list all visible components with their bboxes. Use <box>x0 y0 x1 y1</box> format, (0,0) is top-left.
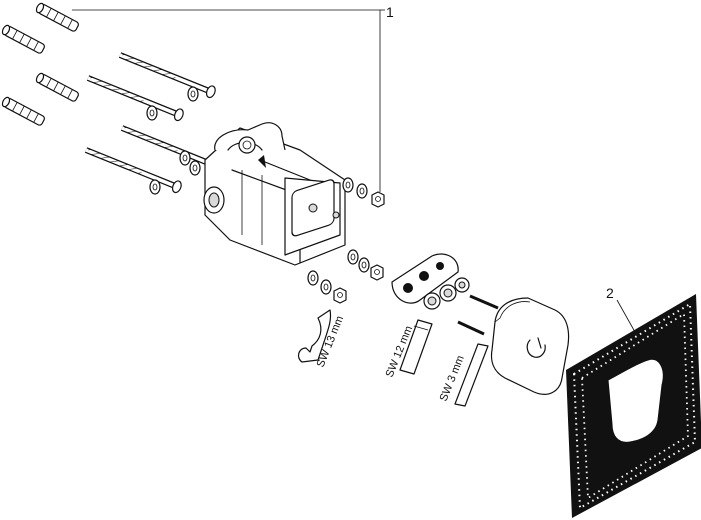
square-cover-cap <box>490 297 570 395</box>
valve-body <box>203 122 346 266</box>
cartridge-adapter <box>391 253 499 336</box>
callout-2-leader <box>616 299 636 333</box>
callout-1-label: 1 <box>386 4 394 20</box>
hex-key-3mm: SW 3 mm <box>438 343 489 407</box>
wrench-tool: SW 13 mm <box>297 309 346 369</box>
callout-2-label: 2 <box>606 285 614 301</box>
seal-plate <box>566 294 701 518</box>
wall-plugs <box>0 1 81 127</box>
hex-key-12mm: SW 12 mm <box>384 319 433 379</box>
callout-1-leader <box>72 9 385 192</box>
